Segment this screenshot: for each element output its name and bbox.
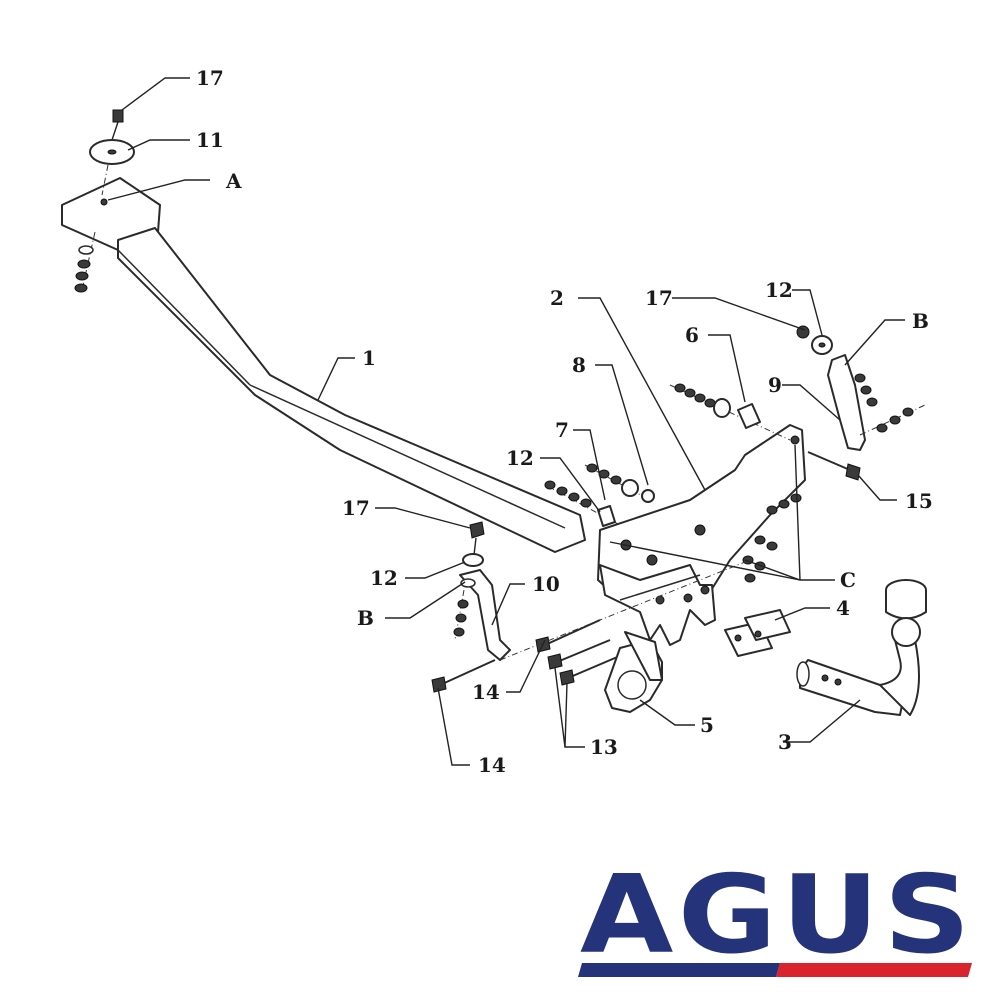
spacer-stack-parts-7-8 (544, 463, 655, 527)
callout-17: 17 (342, 496, 370, 520)
left-end-hardware (74, 109, 135, 293)
callout-6: 6 (685, 323, 699, 347)
callout-B: B (912, 309, 929, 333)
logo-stripe-red (776, 963, 972, 977)
callout-10: 10 (532, 572, 560, 596)
callout-12: 12 (506, 446, 534, 470)
callout-17: 17 (645, 286, 673, 310)
callout-14: 14 (478, 753, 506, 777)
callout-4: 4 (836, 596, 850, 620)
callout-5: 5 (700, 713, 714, 737)
callout-14: 14 (472, 680, 500, 704)
callout-2: 2 (550, 286, 564, 310)
callout-15: 15 (905, 489, 933, 513)
callout-9: 9 (768, 373, 782, 397)
callout-3: 3 (778, 730, 792, 754)
callout-1: 1 (362, 346, 376, 370)
crossbar-part-1 (61, 177, 586, 553)
plates-part-4 (724, 609, 791, 657)
callout-12: 12 (765, 278, 793, 302)
callout-13: 13 (590, 735, 618, 759)
towball-arm-part-3 (796, 579, 927, 716)
callout-labels: 17 11 A 1 2 17 12 B 6 8 9 7 12 15 17 12 … (196, 66, 933, 777)
callout-11: 11 (196, 128, 224, 152)
nut-cluster-C (742, 493, 802, 583)
bolt-part-15 (807, 451, 861, 481)
logo-text: AGUS (580, 853, 975, 978)
leader-lines (107, 77, 905, 766)
callout-A: A (225, 169, 242, 193)
logo-stripe-blue (578, 963, 780, 977)
callout-8: 8 (572, 353, 586, 377)
callout-12: 12 (370, 566, 398, 590)
callout-C: C (840, 568, 856, 592)
side-bracket-part-10 (453, 521, 511, 661)
callout-17: 17 (196, 66, 224, 90)
agus-logo: AGUS (578, 853, 975, 978)
spacer-part-6 (669, 383, 791, 441)
callout-B: B (357, 606, 374, 630)
side-bracket-part-9 (796, 325, 926, 451)
socket-plate-part-5 (604, 631, 663, 713)
callout-7: 7 (555, 418, 569, 442)
